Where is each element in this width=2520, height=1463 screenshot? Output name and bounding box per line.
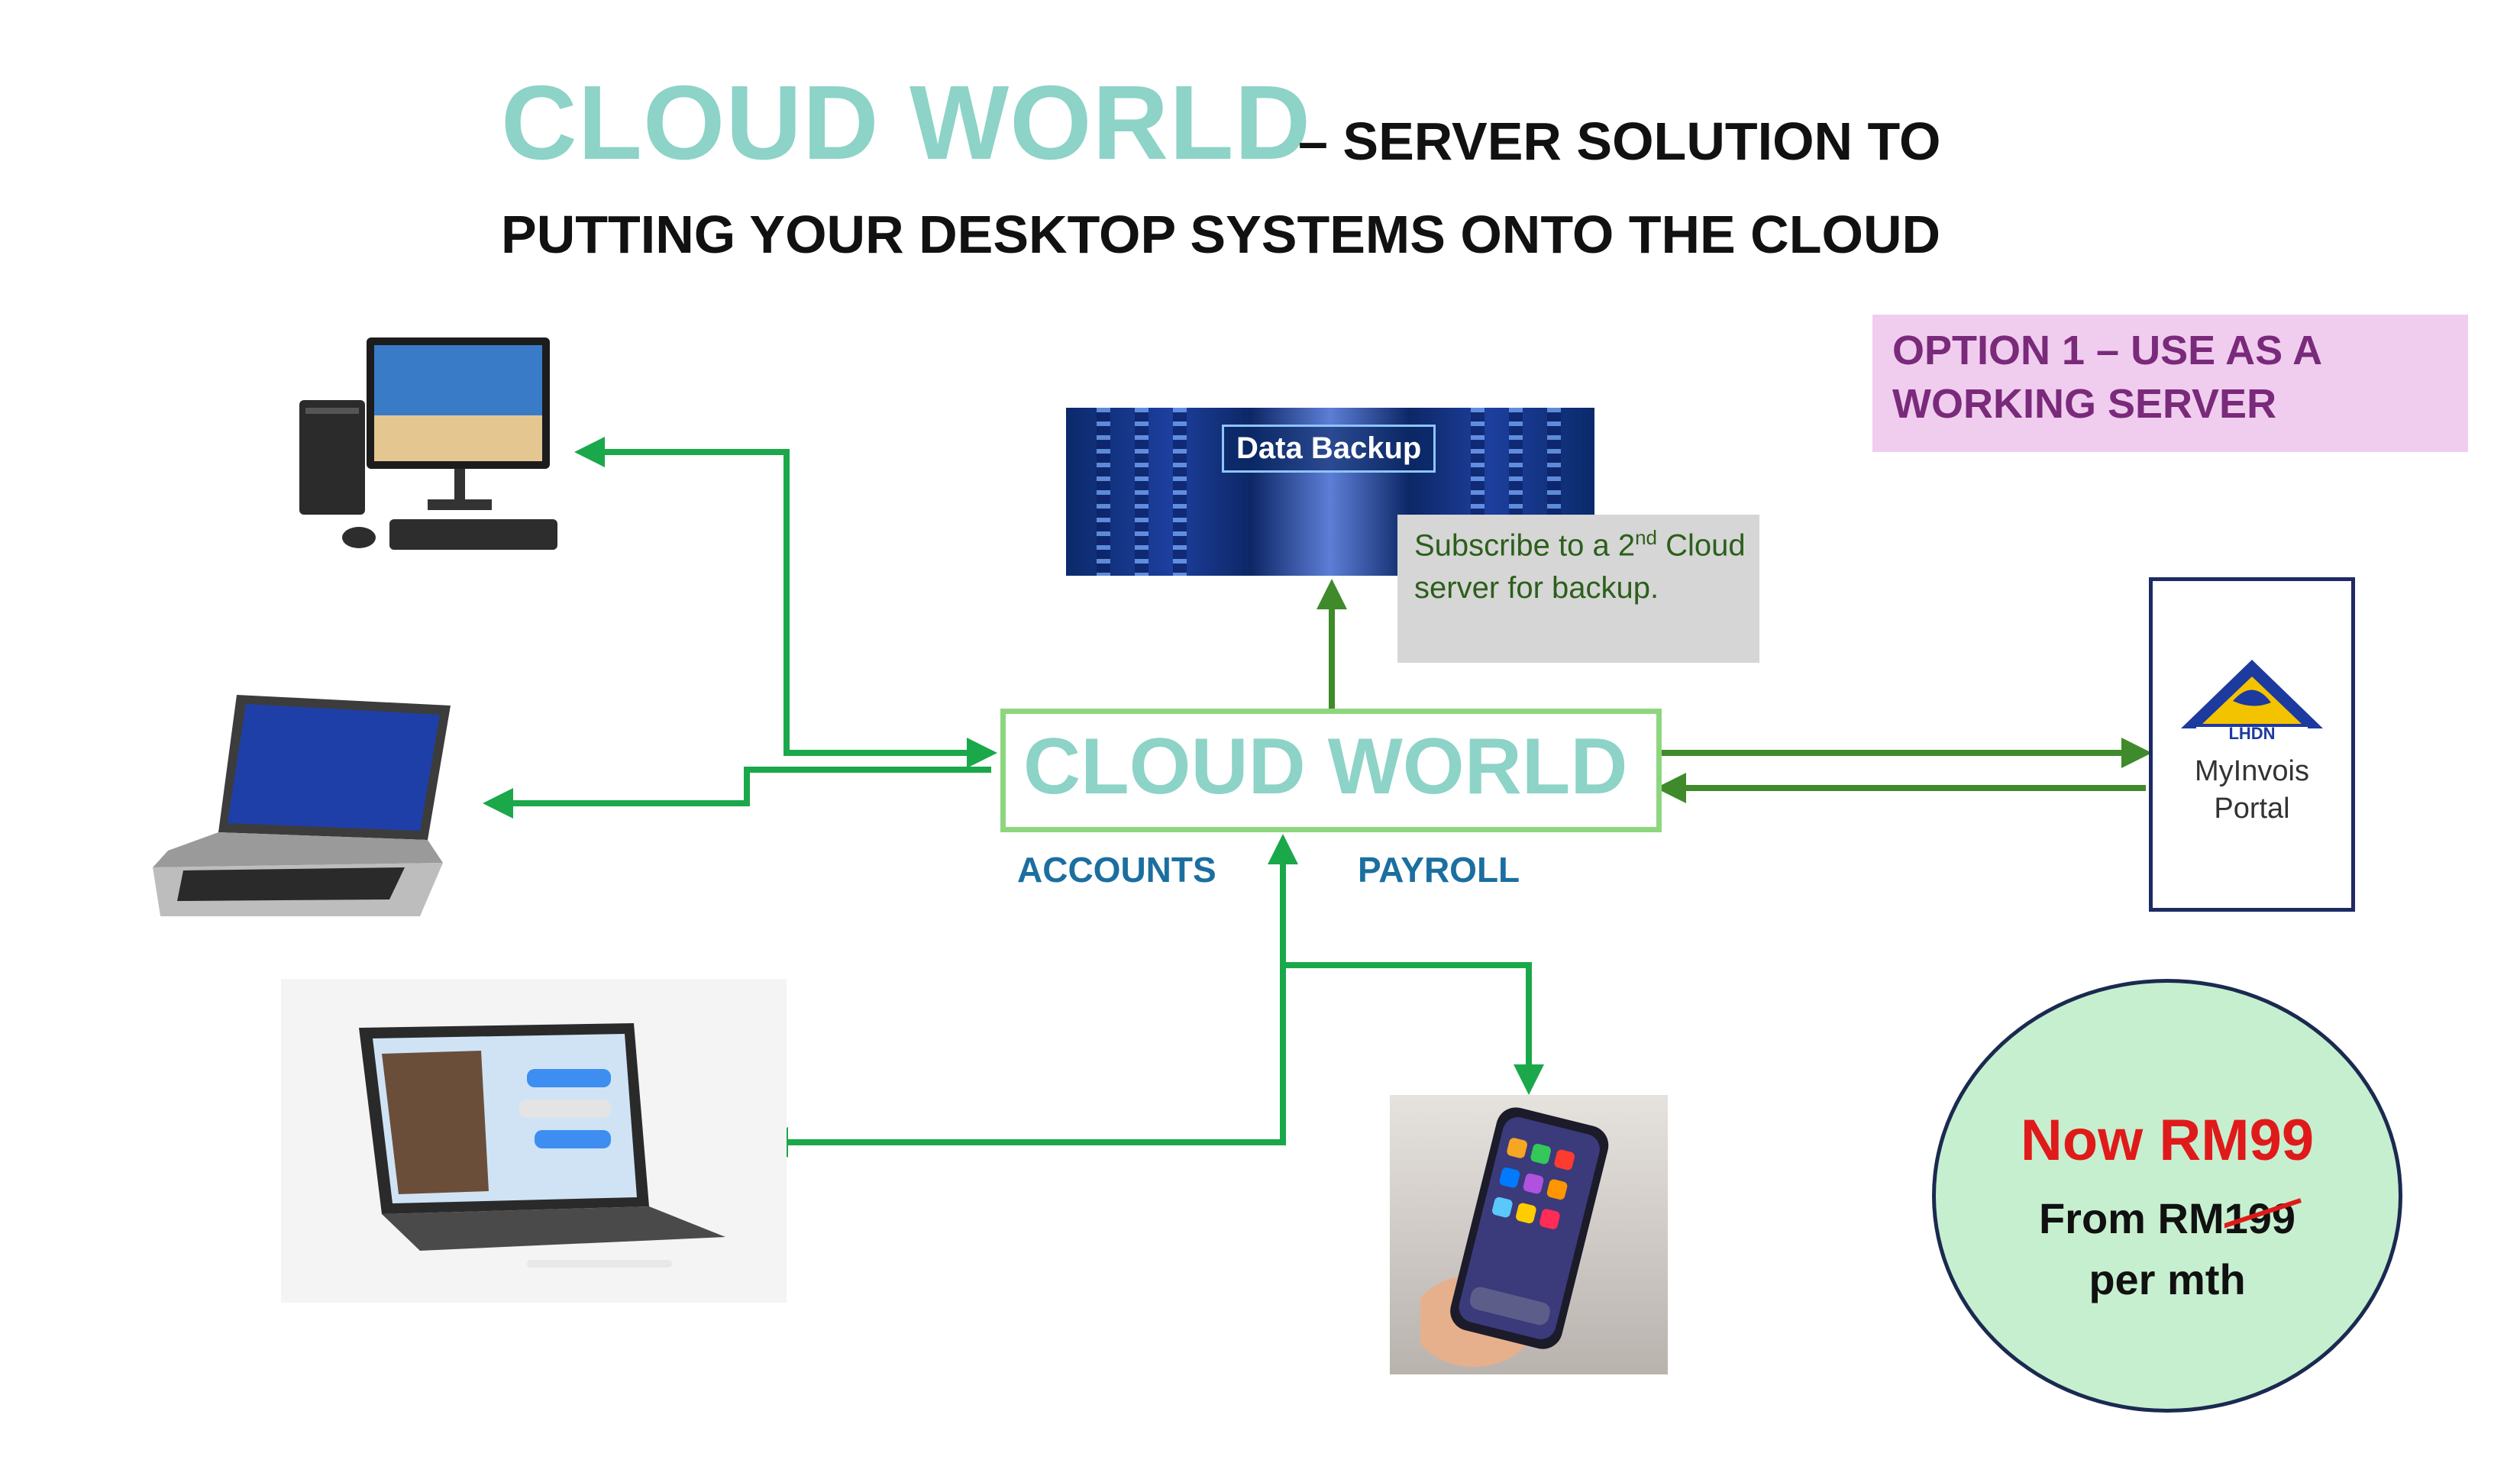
cloud-world-title: CLOUD WORLD (1023, 722, 1628, 811)
payroll-label: PAYROLL (1358, 850, 1520, 890)
page-subtitle: PUTTING YOUR DESKTOP SYSTEMS ONTO THE CL… (501, 205, 1941, 264)
laptop-icon (153, 695, 451, 916)
option-label: OPTION 1 – USE AS A WORKING SERVER (1892, 328, 2321, 428)
price-from-prefix: From RM (2038, 1194, 2224, 1242)
price-badge (1932, 979, 2402, 1413)
arrow-desktop (574, 437, 997, 768)
lhdn-logo-text: LHDN (2228, 724, 2275, 742)
price-old: 199 (2224, 1197, 2302, 1240)
price-from: From RM199 (1932, 1197, 2402, 1240)
arrow-tablet (758, 834, 1298, 1158)
smartphone-icon (1420, 1107, 1609, 1367)
price-now: Now RM99 (2020, 1108, 2315, 1173)
page-title-suffix: – SERVER SOLUTION TO (1298, 111, 1941, 171)
portal-line1: MyInvois (2195, 755, 2309, 787)
backup-note: Subscribe to a 2nd Cloud server for back… (1414, 524, 1750, 609)
backup-note-box (1397, 515, 1759, 663)
arrow-laptop (483, 767, 991, 819)
arrow-phone (1283, 962, 1544, 1095)
portal-line2: Portal (2214, 793, 2290, 825)
data-backup-label: Data Backup (1222, 425, 1436, 473)
backup-note-suffix: Cloud server for backup. (1414, 528, 1746, 606)
cloud-world-box (1000, 709, 1662, 832)
backup-note-prefix: Subscribe to a 2 (1414, 528, 1636, 563)
strikethrough-mark (2224, 1198, 2302, 1229)
desktop-computer-icon (299, 337, 557, 550)
lhdn-logo-icon: LHDN (2181, 660, 2323, 742)
backup-note-sup: nd (1635, 526, 1657, 549)
price-per: per mth (2089, 1255, 2246, 1303)
tablet-icon (359, 1023, 725, 1268)
myinvois-portal-card (2149, 577, 2355, 912)
page-title: CLOUD WORLD (501, 64, 1312, 182)
accounts-label: ACCOUNTS (1017, 850, 1216, 890)
option-banner (1872, 315, 2468, 452)
